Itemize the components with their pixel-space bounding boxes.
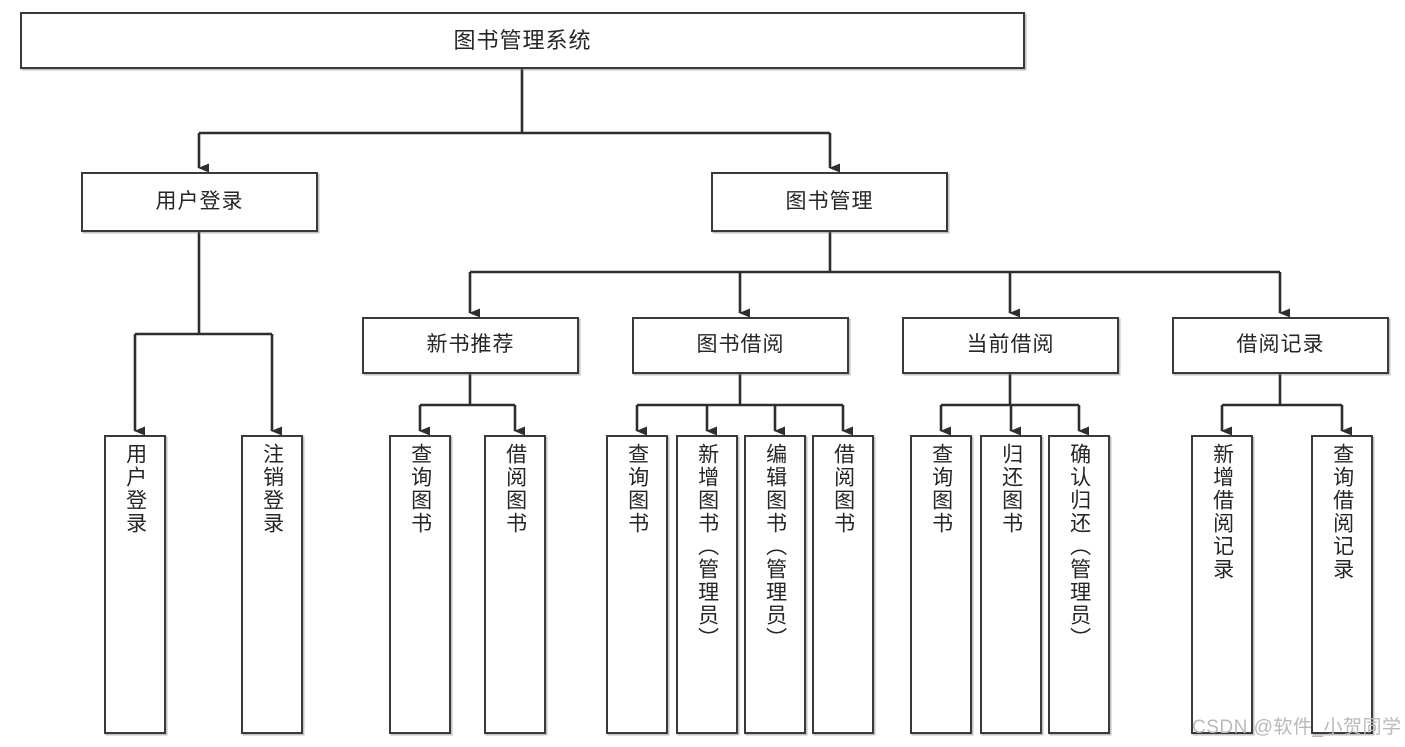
leaf-query-book-cb[interactable]: 查询图书 [910,435,972,734]
node-current-borrow[interactable]: 当前借阅 [902,317,1119,374]
node-label: 用户登录 [123,443,147,535]
csdn-watermark: CSDN @软件_小贺同学 [1192,717,1402,738]
leaf-borrow-book-nbr[interactable]: 借阅图书 [484,435,546,734]
node-label: 新增借阅记录 [1210,443,1234,581]
node-label: 用户登录 [155,189,244,213]
node-label: 借阅记录 [1236,333,1325,357]
node-user-login[interactable]: 用户登录 [81,172,318,232]
node-label: 查询图书 [408,443,432,535]
leaf-query-book-nbr[interactable]: 查询图书 [389,435,451,734]
node-label: 查询图书 [929,443,953,535]
node-label: 当前借阅 [966,333,1055,357]
node-label: 查询图书 [625,443,649,535]
node-label: 注销登录 [260,443,284,535]
leaf-logout[interactable]: 注销登录 [241,435,303,734]
node-new-book-recommend[interactable]: 新书推荐 [362,317,579,374]
node-root-system[interactable]: 图书管理系统 [20,12,1025,69]
node-label: 确认归还（管理员） [1067,443,1091,650]
node-book-borrow[interactable]: 图书借阅 [632,317,849,374]
leaf-borrow-book-bb[interactable]: 借阅图书 [812,435,874,734]
node-label: 新书推荐 [426,333,515,357]
leaf-return-book[interactable]: 归还图书 [980,435,1042,734]
leaf-query-book-bb[interactable]: 查询图书 [606,435,668,734]
node-label: 查询借阅记录 [1330,443,1354,581]
leaf-edit-book-admin[interactable]: 编辑图书（管理员） [744,435,806,734]
leaf-add-book-admin[interactable]: 新增图书（管理员） [676,435,738,734]
leaf-add-borrow-record[interactable]: 新增借阅记录 [1191,435,1253,734]
node-label: 借阅图书 [831,443,855,535]
node-label: 借阅图书 [503,443,527,535]
node-book-management[interactable]: 图书管理 [711,172,948,232]
node-borrow-record[interactable]: 借阅记录 [1172,317,1389,374]
node-label: 图书管理系统 [453,27,592,53]
leaf-confirm-return-admin[interactable]: 确认归还（管理员） [1048,435,1110,734]
node-label: 归还图书 [999,443,1023,535]
node-label: 编辑图书（管理员） [763,443,787,650]
node-label: 图书管理 [785,189,874,213]
leaf-query-borrow-record[interactable]: 查询借阅记录 [1311,435,1373,734]
leaf-user-login[interactable]: 用户登录 [104,435,166,734]
node-label: 图书借阅 [696,333,785,357]
node-label: 新增图书（管理员） [695,443,719,650]
